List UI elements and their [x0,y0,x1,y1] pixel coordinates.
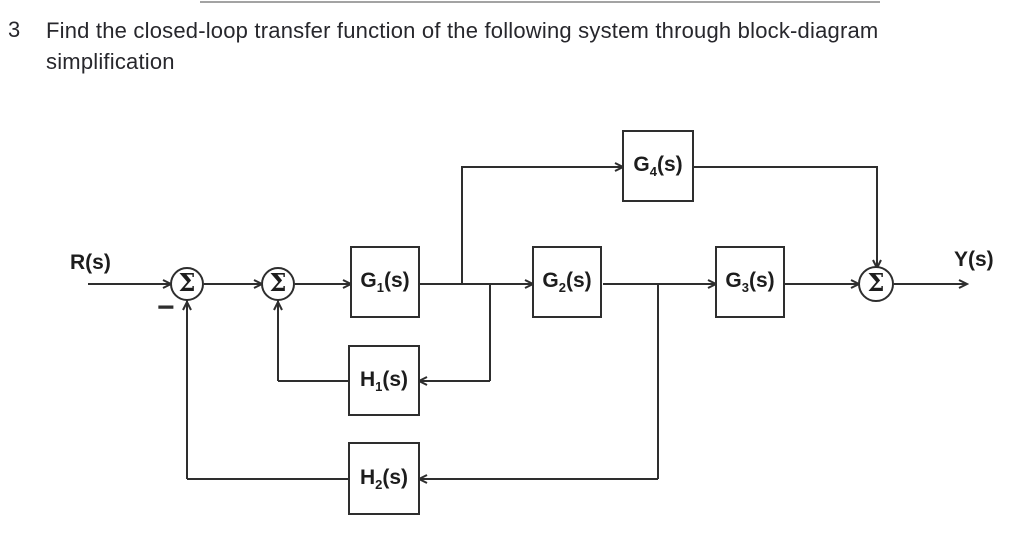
arrowhead-into-sum1-bottom [181,300,193,312]
block-h2-label: H2(s) [359,465,409,492]
block-g4: G4(s) [622,130,694,202]
question-text: Find the closed-loop transfer function o… [46,15,878,77]
wire-g4-drop-to-sum3 [876,166,878,266]
wire-h2-takeoff [657,284,659,479]
input-signal-label: R(s) [70,251,111,274]
block-h1: H1(s) [348,345,420,416]
question-line-1: Find the closed-loop transfer function o… [46,18,879,43]
wire-h1-takeoff [489,284,491,381]
wire-branch-to-h1 [420,380,490,382]
wire-h2-up-to-sum1 [186,300,188,479]
arrowhead-output [957,278,969,290]
wire-branch-to-h2 [420,478,658,480]
block-h2: H2(s) [348,442,420,515]
wire-g1-to-g2 [420,283,532,285]
sum-junction-3: Σ [858,266,894,302]
output-signal-label: Y(s) [954,248,994,271]
wire-sum1-to-sum2 [204,283,261,285]
wire-g2-to-g3 [603,283,715,285]
sum-junction-2: Σ [261,267,295,301]
block-g1: G1(s) [350,246,420,318]
wire-sum2-to-g1 [295,283,350,285]
sigma-symbol: Σ [269,267,287,297]
sum-junction-1: Σ [170,267,204,301]
block-g3-label: G3(s) [725,269,775,295]
wire-g4-to-sum3 [694,166,878,168]
block-g3: G3(s) [715,246,785,318]
block-g1-label: G1(s) [360,269,410,295]
wire-g4-takeoff [461,166,463,284]
wire-g3-to-sum3 [785,283,858,285]
block-g2: G2(s) [532,246,602,318]
block-g2-label: G2(s) [542,269,592,295]
top-divider [200,1,880,3]
block-g4-label: G4(s) [633,153,683,179]
sigma-symbol: Σ [178,267,196,297]
wire-h1-up-to-sum2 [277,300,279,381]
arrowhead-into-sum2-bottom [272,300,284,312]
question-number: 3 [8,17,21,42]
block-h1-label: H1(s) [359,367,409,394]
question-line-2: simplification [46,49,175,74]
wire-input-to-sum1 [88,283,170,285]
minus-sign: − [157,291,175,324]
wire-h1-out [278,380,348,382]
sigma-symbol: Σ [867,267,885,297]
wire-sum3-to-output [894,283,966,285]
wire-h2-out [187,478,348,480]
wire-branch-to-g4 [462,166,622,168]
